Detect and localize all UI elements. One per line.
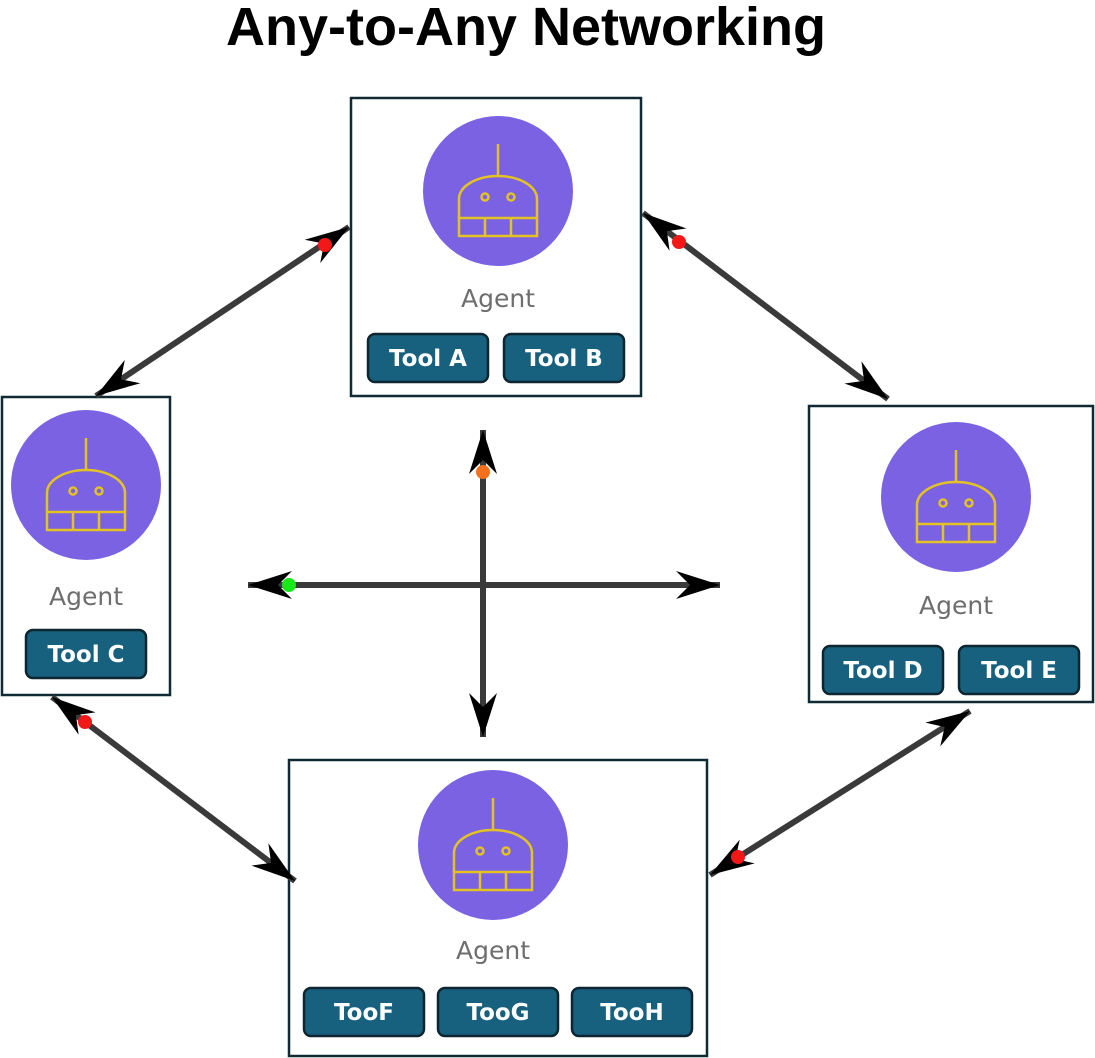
arrowhead-icon	[469, 430, 497, 474]
connector-line	[50, 694, 297, 884]
tool-button-toof[interactable]: TooF	[302, 986, 426, 1038]
agent-label: Agent	[456, 936, 530, 965]
tool-label: Tool C	[47, 642, 124, 668]
tool-label: Tool D	[843, 658, 922, 684]
tool-button-bg	[957, 644, 1081, 696]
connector-line	[708, 708, 972, 878]
tool-button-bg	[302, 986, 426, 1038]
edge-bottom-right	[708, 708, 972, 878]
tool-label: Tool E	[981, 658, 1057, 684]
agent-avatar	[418, 770, 568, 920]
tool-button-tool-c[interactable]: Tool C	[24, 628, 148, 680]
tool-label: TooF	[334, 1000, 394, 1026]
arrowhead-icon	[96, 359, 141, 396]
tool-button-tooh[interactable]: TooH	[570, 986, 694, 1038]
agent-avatar	[11, 410, 161, 560]
connector-dot	[672, 235, 686, 249]
arrowhead-icon	[251, 843, 295, 881]
connector-dot	[731, 850, 745, 864]
tool-button-toog[interactable]: TooG	[436, 986, 560, 1038]
arrowhead-icon	[643, 213, 687, 251]
diagram-title: Any-to-Any Networking	[226, 0, 826, 57]
arrowhead-icon	[248, 571, 292, 599]
connector-dot	[476, 465, 490, 479]
tool-button-bg	[24, 628, 148, 680]
agent-avatar	[881, 422, 1031, 572]
tool-button-tool-d[interactable]: Tool D	[821, 644, 945, 696]
connector-line	[94, 224, 351, 399]
tool-label: Tool B	[525, 346, 603, 372]
agent-label: Agent	[49, 582, 123, 611]
arrowhead-icon	[925, 711, 970, 747]
tool-button-bg	[570, 986, 694, 1038]
connector-dot	[78, 715, 92, 729]
tool-button-bg	[366, 332, 490, 384]
robot-icon	[45, 438, 127, 532]
tool-button-bg	[821, 644, 945, 696]
tool-button-tool-b[interactable]: Tool B	[502, 332, 626, 384]
agent-label: Agent	[461, 284, 535, 313]
tool-button-tool-a[interactable]: Tool A	[366, 332, 490, 384]
connector-dot	[318, 238, 332, 252]
arrowhead-icon	[469, 693, 497, 737]
axis-horizontal	[248, 571, 720, 599]
tool-label: TooH	[600, 1000, 664, 1026]
edge-top-left	[94, 224, 351, 399]
tool-button-tool-e[interactable]: Tool E	[957, 644, 1081, 696]
agent-label: Agent	[919, 591, 993, 620]
arrowhead-icon	[844, 361, 888, 399]
connector-dot	[282, 578, 296, 592]
tool-button-bg	[436, 986, 560, 1038]
robot-icon	[452, 798, 534, 892]
edge-left-bottom	[50, 694, 297, 884]
arrowhead-icon	[676, 571, 720, 599]
tool-button-bg	[502, 332, 626, 384]
robot-icon	[457, 144, 539, 238]
robot-icon	[915, 450, 997, 544]
tool-label: Tool A	[389, 346, 467, 372]
arrowhead-icon	[52, 697, 96, 735]
agent-avatar	[423, 116, 573, 266]
tool-label: TooG	[466, 1000, 529, 1026]
